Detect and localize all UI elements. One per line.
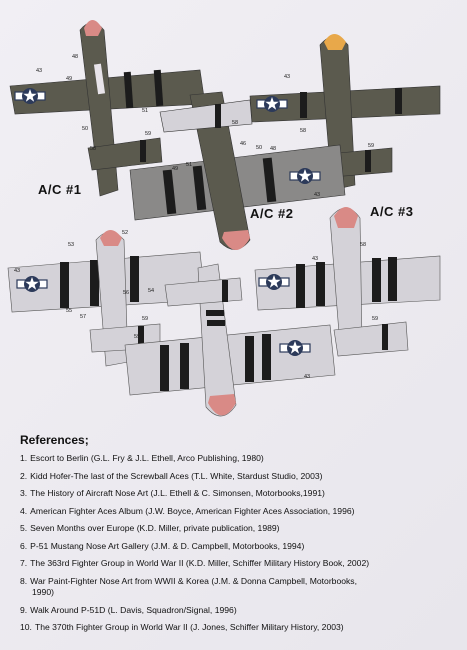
callout-ac5-2: 43 xyxy=(304,374,310,380)
reference-item: 4.American Fighter Aces Album (J.W. Boyc… xyxy=(20,505,355,516)
callout-ac4-8: 59 xyxy=(142,316,148,322)
callout-ac4-2: 52 xyxy=(122,230,128,236)
reference-item: 8.War Paint-Fighter Nose Art from WWII &… xyxy=(20,575,357,598)
callout-ac2-3: 49 xyxy=(172,166,178,172)
aircraft-5 xyxy=(124,263,336,417)
aircraft-label-2: A/C #2 xyxy=(250,206,294,221)
callout-ac1-3: 49 xyxy=(66,76,72,82)
reference-item: 9.Walk Around P-51D (L. Davis, Squadron/… xyxy=(20,604,237,615)
aircraft-illustrations: 43 48 49 50 51 58 59 58 48 49 50 46 51 4… xyxy=(7,20,441,417)
reference-item: 5.Seven Months over Europe (K.D. Miller,… xyxy=(20,523,280,533)
callout-ac4-7: 56 xyxy=(123,290,129,296)
reference-item: 7.The 363rd Fighter Group in World War I… xyxy=(20,558,370,568)
references-section: References; 1.Escort to Berlin (G.L. Fry… xyxy=(20,433,460,640)
callout-ac1-7: 59 xyxy=(145,131,151,137)
callout-ac6-1: 58 xyxy=(360,242,366,248)
callout-ac1-1: 43 xyxy=(36,68,42,74)
aircraft-label-3: A/C #3 xyxy=(370,204,414,219)
reference-item: 10.The 370th Fighter Group in World War … xyxy=(20,622,344,632)
callout-ac3-2: 58 xyxy=(300,128,306,134)
callout-ac3-3: 59 xyxy=(368,143,374,149)
callout-ac4-3: 54 xyxy=(148,288,154,294)
callout-ac2-4: 50 xyxy=(256,145,262,151)
callout-ac2-1: 58 xyxy=(232,120,238,126)
references-list: 1.Escort to Berlin (G.L. Fry & J.L. Ethe… xyxy=(20,453,460,634)
aircraft-1 xyxy=(9,20,206,197)
callout-ac1-6: 58 xyxy=(90,146,96,152)
reference-item: 2.Kidd Hofer-The last of the Screwball A… xyxy=(20,470,323,481)
aircraft-2 xyxy=(129,91,346,250)
callout-ac2-2: 48 xyxy=(270,146,276,152)
callout-ac2-7: 43 xyxy=(314,192,320,198)
callout-ac2-5: 46 xyxy=(240,141,246,147)
aircraft-6 xyxy=(254,207,441,357)
callout-ac6-3: 59 xyxy=(372,316,378,322)
callout-ac4-6: 57 xyxy=(80,314,86,320)
callout-ac2-6: 51 xyxy=(186,162,192,168)
aircraft-label-1: A/C #1 xyxy=(38,182,82,197)
aircraft-4 xyxy=(7,230,206,367)
callout-ac5-1: 59 xyxy=(134,334,140,340)
callout-ac6-2: 43 xyxy=(312,256,318,262)
reference-item: 3.The History of Aircraft Nose Art (J.L.… xyxy=(20,488,325,498)
callout-ac1-5: 51 xyxy=(142,108,148,114)
callout-ac3-1: 43 xyxy=(284,74,290,80)
reference-item: 1.Escort to Berlin (G.L. Fry & J.L. Ethe… xyxy=(20,453,264,463)
callout-ac4-1: 53 xyxy=(68,242,74,248)
references-heading: References; xyxy=(20,433,89,447)
callout-ac1-4: 50 xyxy=(82,126,88,132)
reference-item: 6.P-51 Mustang Nose Art Gallery (J.M. & … xyxy=(20,540,305,551)
callout-ac1-2: 48 xyxy=(72,54,78,60)
callout-ac4-4: 43 xyxy=(14,268,20,274)
callout-ac4-5: 55 xyxy=(66,308,72,314)
